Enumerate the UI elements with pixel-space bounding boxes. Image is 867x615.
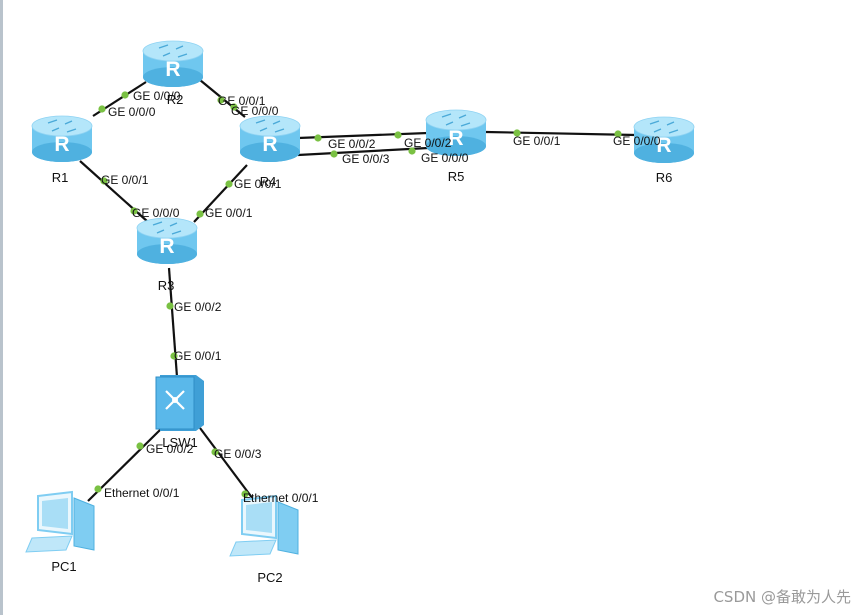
router-top (31, 115, 93, 137)
device-label-r6: R6 (656, 170, 673, 185)
device-r5[interactable]: R (425, 109, 487, 156)
device-label-r4: R4 (260, 174, 277, 189)
router-r-glyph-icon: R (159, 235, 174, 258)
port-label-r1: GE 0/0/0 (108, 105, 156, 119)
device-r3[interactable]: R (136, 217, 198, 264)
port-dot-r6[interactable] (614, 130, 622, 138)
port-label-r3: GE 0/0/1 (205, 206, 253, 220)
port-dot-r5[interactable] (394, 131, 402, 139)
device-r6[interactable]: R (633, 116, 695, 163)
port-dot-lsw1[interactable] (211, 448, 219, 456)
port-label-r4: GE 0/0/1 (234, 177, 282, 191)
port-dot-r3[interactable] (196, 210, 204, 218)
link-r5-r6[interactable] (485, 130, 637, 137)
router-r-glyph-icon: R (165, 58, 180, 81)
router-top (239, 115, 301, 137)
device-lsw1[interactable] (155, 375, 204, 431)
router-top (136, 217, 198, 239)
switch-arrows-icon (165, 390, 185, 410)
port-label-r3: GE 0/0/2 (174, 300, 222, 314)
switch-center-icon (172, 397, 178, 403)
router-base (426, 136, 486, 156)
port-dot-r4[interactable] (230, 103, 238, 111)
port-dot-r3[interactable] (166, 302, 174, 310)
router-arrows-icon (47, 119, 77, 133)
router-r-glyph-icon: R (262, 133, 277, 156)
port-label-r3: GE 0/0/0 (132, 206, 180, 220)
port-label-r4: GE 0/0/2 (328, 137, 376, 151)
device-pc2[interactable] (229, 494, 299, 557)
link-r4-r5[interactable] (297, 146, 429, 157)
pc-keyboard (229, 539, 277, 557)
device-label-pc2: PC2 (257, 570, 282, 585)
port-label-r5: GE 0/0/2 (404, 136, 452, 150)
device-pc1[interactable] (25, 490, 95, 553)
router-base (32, 142, 92, 162)
port-label-r4: GE 0/0/0 (231, 104, 279, 118)
port-label-lsw1: GE 0/0/1 (174, 349, 222, 363)
device-r2[interactable]: R (142, 40, 204, 87)
port-label-r5: GE 0/0/1 (513, 134, 561, 148)
port-dot-r1[interactable] (100, 177, 108, 185)
devices-layer: R R R R R R (25, 40, 695, 557)
router-top (633, 116, 695, 138)
port-dot-r2[interactable] (121, 91, 129, 99)
pc-screen (42, 498, 68, 529)
device-label-r2: R2 (167, 92, 184, 107)
port-dot-r2[interactable] (217, 96, 225, 104)
pc-keyboard (25, 535, 73, 553)
port-dot-r4[interactable] (225, 180, 233, 188)
link-lsw1-pc2[interactable] (199, 427, 257, 504)
device-label-r5: R5 (448, 169, 465, 184)
router-top (425, 109, 487, 131)
port-dot-r3[interactable] (130, 207, 138, 215)
port-label-lsw1: GE 0/0/3 (214, 447, 262, 461)
port-label-pc2: Ethernet 0/0/1 (243, 491, 319, 505)
port-dots-layer (94, 91, 622, 498)
device-label-lsw1: LSW1 (162, 435, 197, 450)
port-label-r2: GE 0/0/1 (218, 94, 266, 108)
port-dot-r4[interactable] (314, 134, 322, 142)
router-arrows-icon (255, 119, 285, 133)
port-dot-r5[interactable] (408, 147, 416, 155)
device-r4[interactable]: R (239, 115, 301, 162)
pc-tower (73, 497, 95, 551)
port-label-r2: GE 0/0/0 (133, 89, 181, 103)
port-dot-pc2[interactable] (241, 490, 249, 498)
router-r-glyph-icon: R (448, 127, 463, 150)
router-arrows-icon (158, 44, 188, 58)
router-arrows-icon (152, 221, 182, 235)
port-label-r1: GE 0/0/1 (101, 173, 149, 187)
router-base (137, 244, 197, 264)
router-arrows-icon (649, 120, 679, 134)
router-r-glyph-icon: R (54, 133, 69, 156)
port-dot-r1[interactable] (98, 105, 106, 113)
router-r-glyph-icon: R (656, 134, 671, 157)
router-base (240, 142, 300, 162)
router-base (143, 67, 203, 87)
device-r1[interactable]: R (31, 115, 93, 162)
watermark: CSDN @备敢为人先 (713, 588, 851, 606)
router-arrows-icon (441, 113, 471, 127)
port-label-r6: GE 0/0/0 (613, 134, 661, 148)
port-label-r4: GE 0/0/3 (342, 152, 390, 166)
port-label-lsw1: GE 0/0/2 (146, 442, 194, 456)
pc-screen (246, 502, 272, 533)
port-dot-lsw1[interactable] (136, 442, 144, 450)
pc-tower (277, 501, 299, 555)
port-dot-r4[interactable] (330, 150, 338, 158)
router-base (634, 143, 694, 163)
device-label-pc1: PC1 (51, 559, 76, 574)
device-label-r1: R1 (52, 170, 69, 185)
port-dot-pc1[interactable] (94, 485, 102, 493)
port-dot-lsw1[interactable] (170, 352, 178, 360)
port-label-r5: GE 0/0/0 (421, 151, 469, 165)
router-top (142, 40, 204, 62)
port-dot-r5[interactable] (513, 129, 521, 137)
window-left-border (0, 0, 3, 615)
device-label-r3: R3 (158, 278, 175, 293)
port-label-pc1: Ethernet 0/0/1 (104, 486, 180, 500)
